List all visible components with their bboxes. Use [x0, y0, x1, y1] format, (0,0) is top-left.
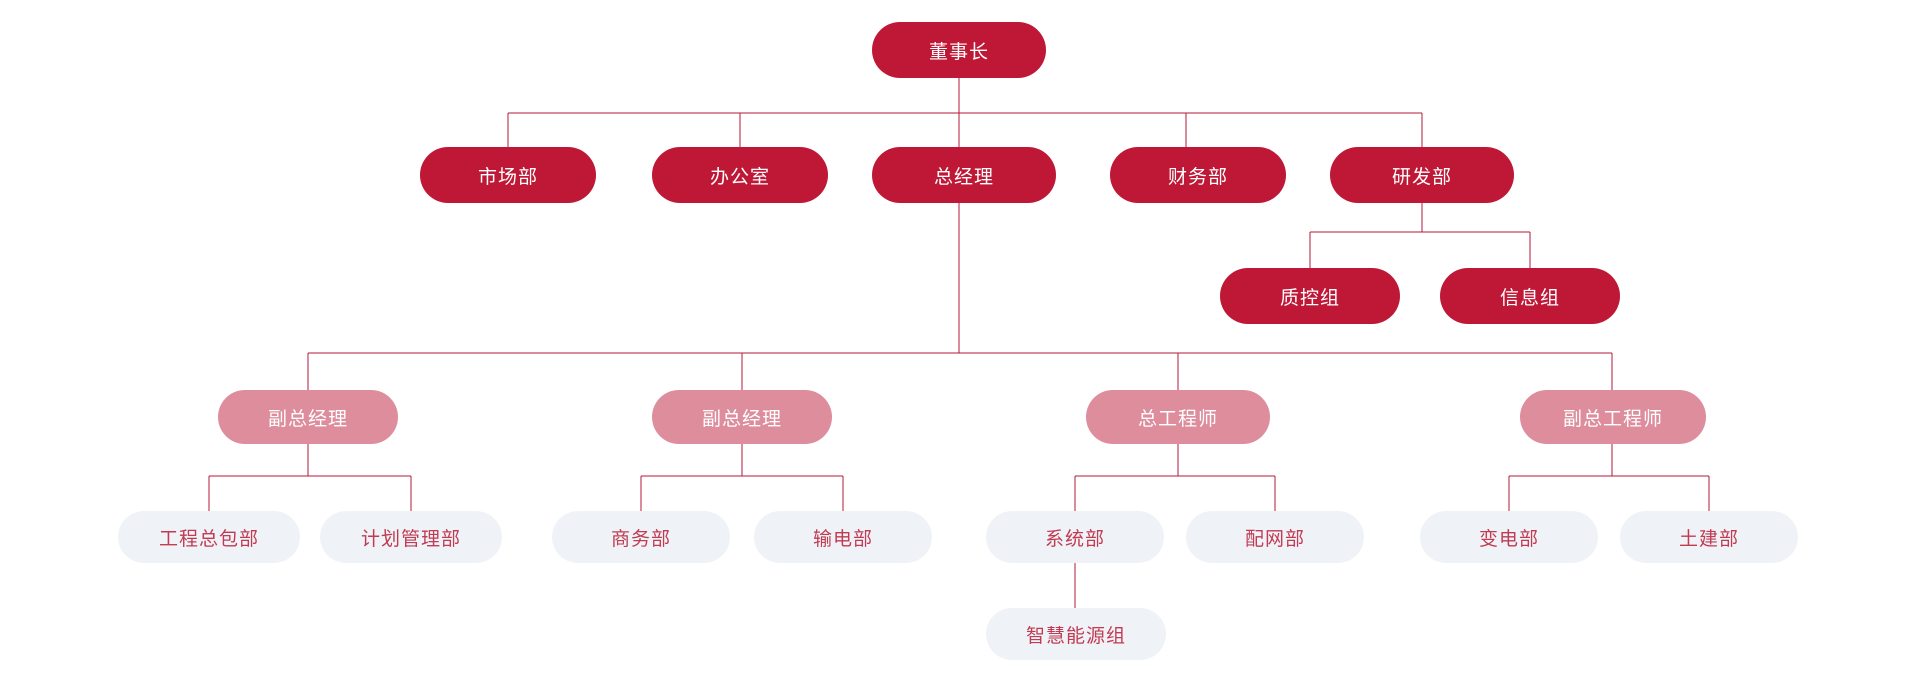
- org-node-label: 工程总包部: [158, 528, 259, 550]
- org-node-label: 信息组: [1499, 287, 1560, 309]
- org-node-label: 计划管理部: [360, 528, 461, 550]
- org-node-substation-dept[interactable]: 变电部: [1420, 511, 1598, 563]
- org-node-information-group[interactable]: 信息组: [1440, 268, 1620, 324]
- org-node-distribution-dept[interactable]: 配网部: [1186, 511, 1364, 563]
- org-node-label: 研发部: [1391, 166, 1452, 188]
- org-node-system-dept[interactable]: 系统部: [986, 511, 1164, 563]
- org-node-transmission-dept[interactable]: 输电部: [754, 511, 932, 563]
- org-node-label: 副总经理: [267, 408, 348, 430]
- org-node-deputy-gm-2[interactable]: 副总经理: [652, 390, 832, 444]
- org-node-business-dept[interactable]: 商务部: [552, 511, 730, 563]
- org-node-label: 副总工程师: [1562, 408, 1663, 430]
- org-node-quality-control[interactable]: 质控组: [1220, 268, 1400, 324]
- org-node-rnd[interactable]: 研发部: [1330, 147, 1514, 203]
- org-node-epc-dept[interactable]: 工程总包部: [118, 511, 300, 563]
- org-node-label: 总工程师: [1137, 408, 1218, 430]
- org-node-label: 财务部: [1167, 166, 1228, 188]
- org-node-smart-energy-group[interactable]: 智慧能源组: [986, 608, 1166, 660]
- org-node-planning-dept[interactable]: 计划管理部: [320, 511, 502, 563]
- org-node-label: 质控组: [1279, 287, 1340, 309]
- org-node-label: 配网部: [1244, 528, 1305, 550]
- org-node-label: 办公室: [709, 166, 770, 188]
- org-node-finance[interactable]: 财务部: [1110, 147, 1286, 203]
- org-node-label: 系统部: [1044, 528, 1105, 550]
- org-node-chief-engineer[interactable]: 总工程师: [1086, 390, 1270, 444]
- org-node-office[interactable]: 办公室: [652, 147, 828, 203]
- org-node-label: 智慧能源组: [1025, 625, 1126, 647]
- org-node-label: 商务部: [610, 528, 671, 550]
- org-node-label: 变电部: [1478, 528, 1539, 550]
- org-node-label: 市场部: [477, 166, 538, 188]
- org-node-deputy-gm-1[interactable]: 副总经理: [218, 390, 398, 444]
- org-node-general-manager[interactable]: 总经理: [872, 147, 1056, 203]
- org-node-label: 土建部: [1678, 528, 1739, 550]
- org-node-label: 输电部: [812, 528, 873, 550]
- org-node-label: 副总经理: [701, 408, 782, 430]
- org-node-marketing[interactable]: 市场部: [420, 147, 596, 203]
- org-node-deputy-chief-eng[interactable]: 副总工程师: [1520, 390, 1706, 444]
- org-node-civil-dept[interactable]: 土建部: [1620, 511, 1798, 563]
- org-node-label: 董事长: [928, 41, 989, 63]
- org-node-chairman[interactable]: 董事长: [872, 22, 1046, 78]
- org-node-label: 总经理: [933, 166, 994, 188]
